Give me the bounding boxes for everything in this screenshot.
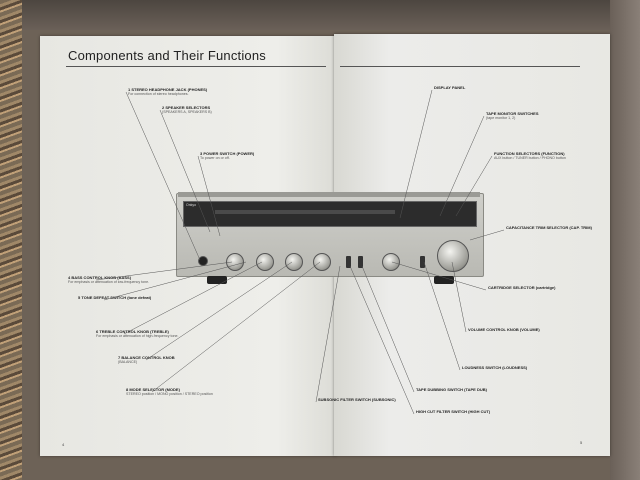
page-number-left: 4	[62, 442, 64, 447]
page-number-right: 5	[580, 440, 582, 445]
